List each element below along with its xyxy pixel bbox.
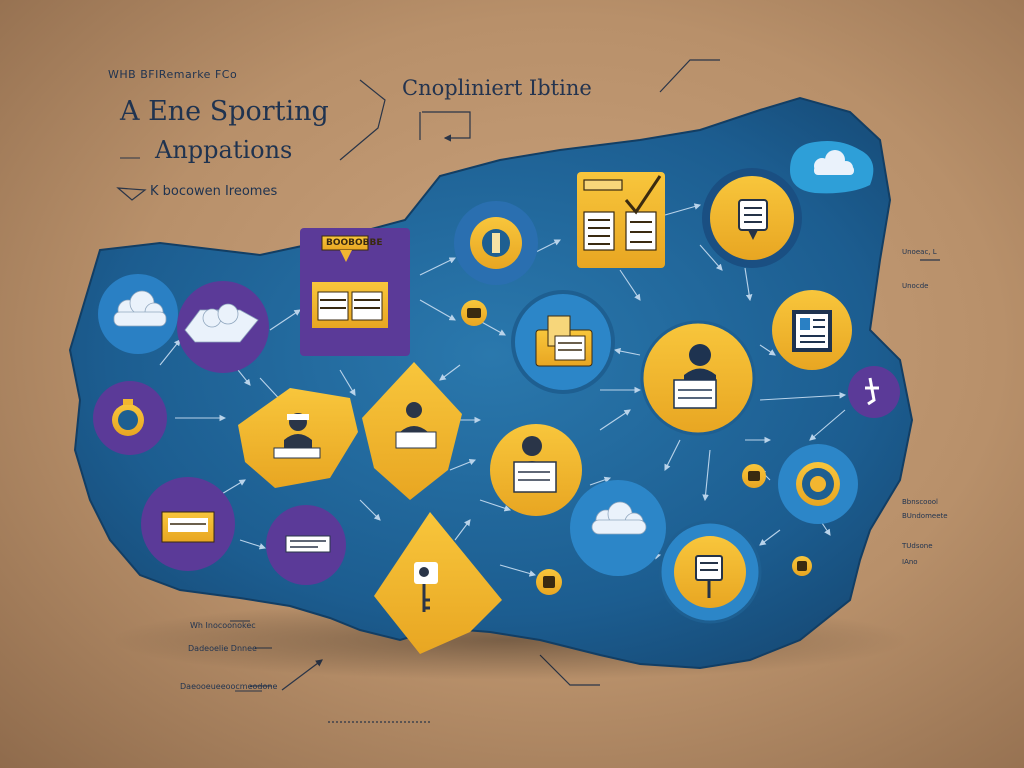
tiny-coin-node-bottom[interactable] (536, 569, 562, 595)
footnote-3: Daeooeueeoocmeodone (180, 682, 278, 691)
cloud-icon (591, 501, 647, 535)
cursor-icon (865, 377, 879, 406)
lens-node[interactable] (93, 381, 167, 455)
sign-icon (738, 199, 768, 240)
sign-icon (695, 555, 723, 598)
diagram-title: Cnopliniert Ibtine (402, 76, 592, 100)
purple-billboard-node[interactable] (300, 228, 410, 356)
side-note-5: TUdsone (902, 542, 933, 550)
coin-icon (748, 471, 760, 481)
worker-node-center[interactable] (640, 320, 756, 436)
card-icon (161, 511, 215, 543)
key-node[interactable] (374, 512, 502, 654)
purple-card-node[interactable] (141, 477, 235, 571)
tiny-coin-node-right[interactable] (742, 464, 766, 488)
document-icon (792, 310, 832, 352)
tiny-coin-node-far-right[interactable] (792, 556, 812, 576)
small-coin-node[interactable] (461, 300, 487, 326)
person-icon (273, 413, 321, 459)
document-check-node[interactable] (577, 172, 665, 268)
target-node-right[interactable] (778, 444, 858, 524)
cursor-node[interactable] (848, 366, 900, 418)
key-icon (414, 562, 438, 612)
side-note-6: IAno (902, 558, 918, 566)
target-icon (796, 462, 840, 506)
footnote-2: Dadeoelie Dnnee (188, 644, 257, 653)
engineer-node[interactable] (238, 388, 358, 488)
purple-cloud-node[interactable] (177, 281, 269, 373)
top-caption: WHB BFIRemarke FCo (108, 68, 238, 81)
cloud-node-top-right[interactable] (790, 141, 874, 194)
side-note-2: Unocde (902, 282, 929, 290)
side-note-1: Unoeac, L (902, 248, 937, 256)
cloud-node-left[interactable] (98, 274, 178, 354)
billboard-badge-label: BOOBOBBE (326, 238, 383, 248)
manager-node[interactable] (362, 362, 462, 500)
page-title-line-1: A Ene Sporting (120, 96, 329, 127)
cloud-icon (184, 303, 259, 343)
connector-lines (159, 203, 847, 577)
page-title-line-2: Anppations (155, 136, 293, 164)
sub-caption: K bocowen Ireomes (150, 184, 278, 199)
info-sign-node[interactable] (702, 168, 802, 268)
magnifier-icon (112, 399, 144, 436)
sign-post-node[interactable] (658, 520, 762, 624)
folder-node[interactable] (511, 290, 615, 394)
billboard-icon (312, 282, 388, 328)
coin-icon (797, 561, 807, 571)
cloud-icon (113, 290, 167, 327)
coin-icon (467, 308, 481, 318)
cloud-node-bottom[interactable] (570, 480, 666, 576)
person-icon (513, 436, 557, 493)
person-icon (673, 344, 717, 409)
pin-icon (482, 229, 510, 257)
side-note-3: Bbnscoool (902, 498, 938, 506)
footnote-1: Wh Inocoonokec (190, 621, 256, 630)
monitor-icon (285, 535, 331, 553)
document-frame-node[interactable] (772, 290, 852, 370)
cloud-icon (814, 150, 854, 175)
folder-icon (535, 315, 593, 367)
coin-icon (543, 576, 555, 588)
pin-number-node[interactable] (454, 201, 538, 285)
document-check-icon (583, 175, 662, 251)
purple-monitor-node[interactable] (266, 505, 346, 585)
side-note-4: BUndomeete (902, 512, 948, 520)
speaker-node[interactable] (490, 424, 582, 516)
person-icon (395, 402, 437, 449)
